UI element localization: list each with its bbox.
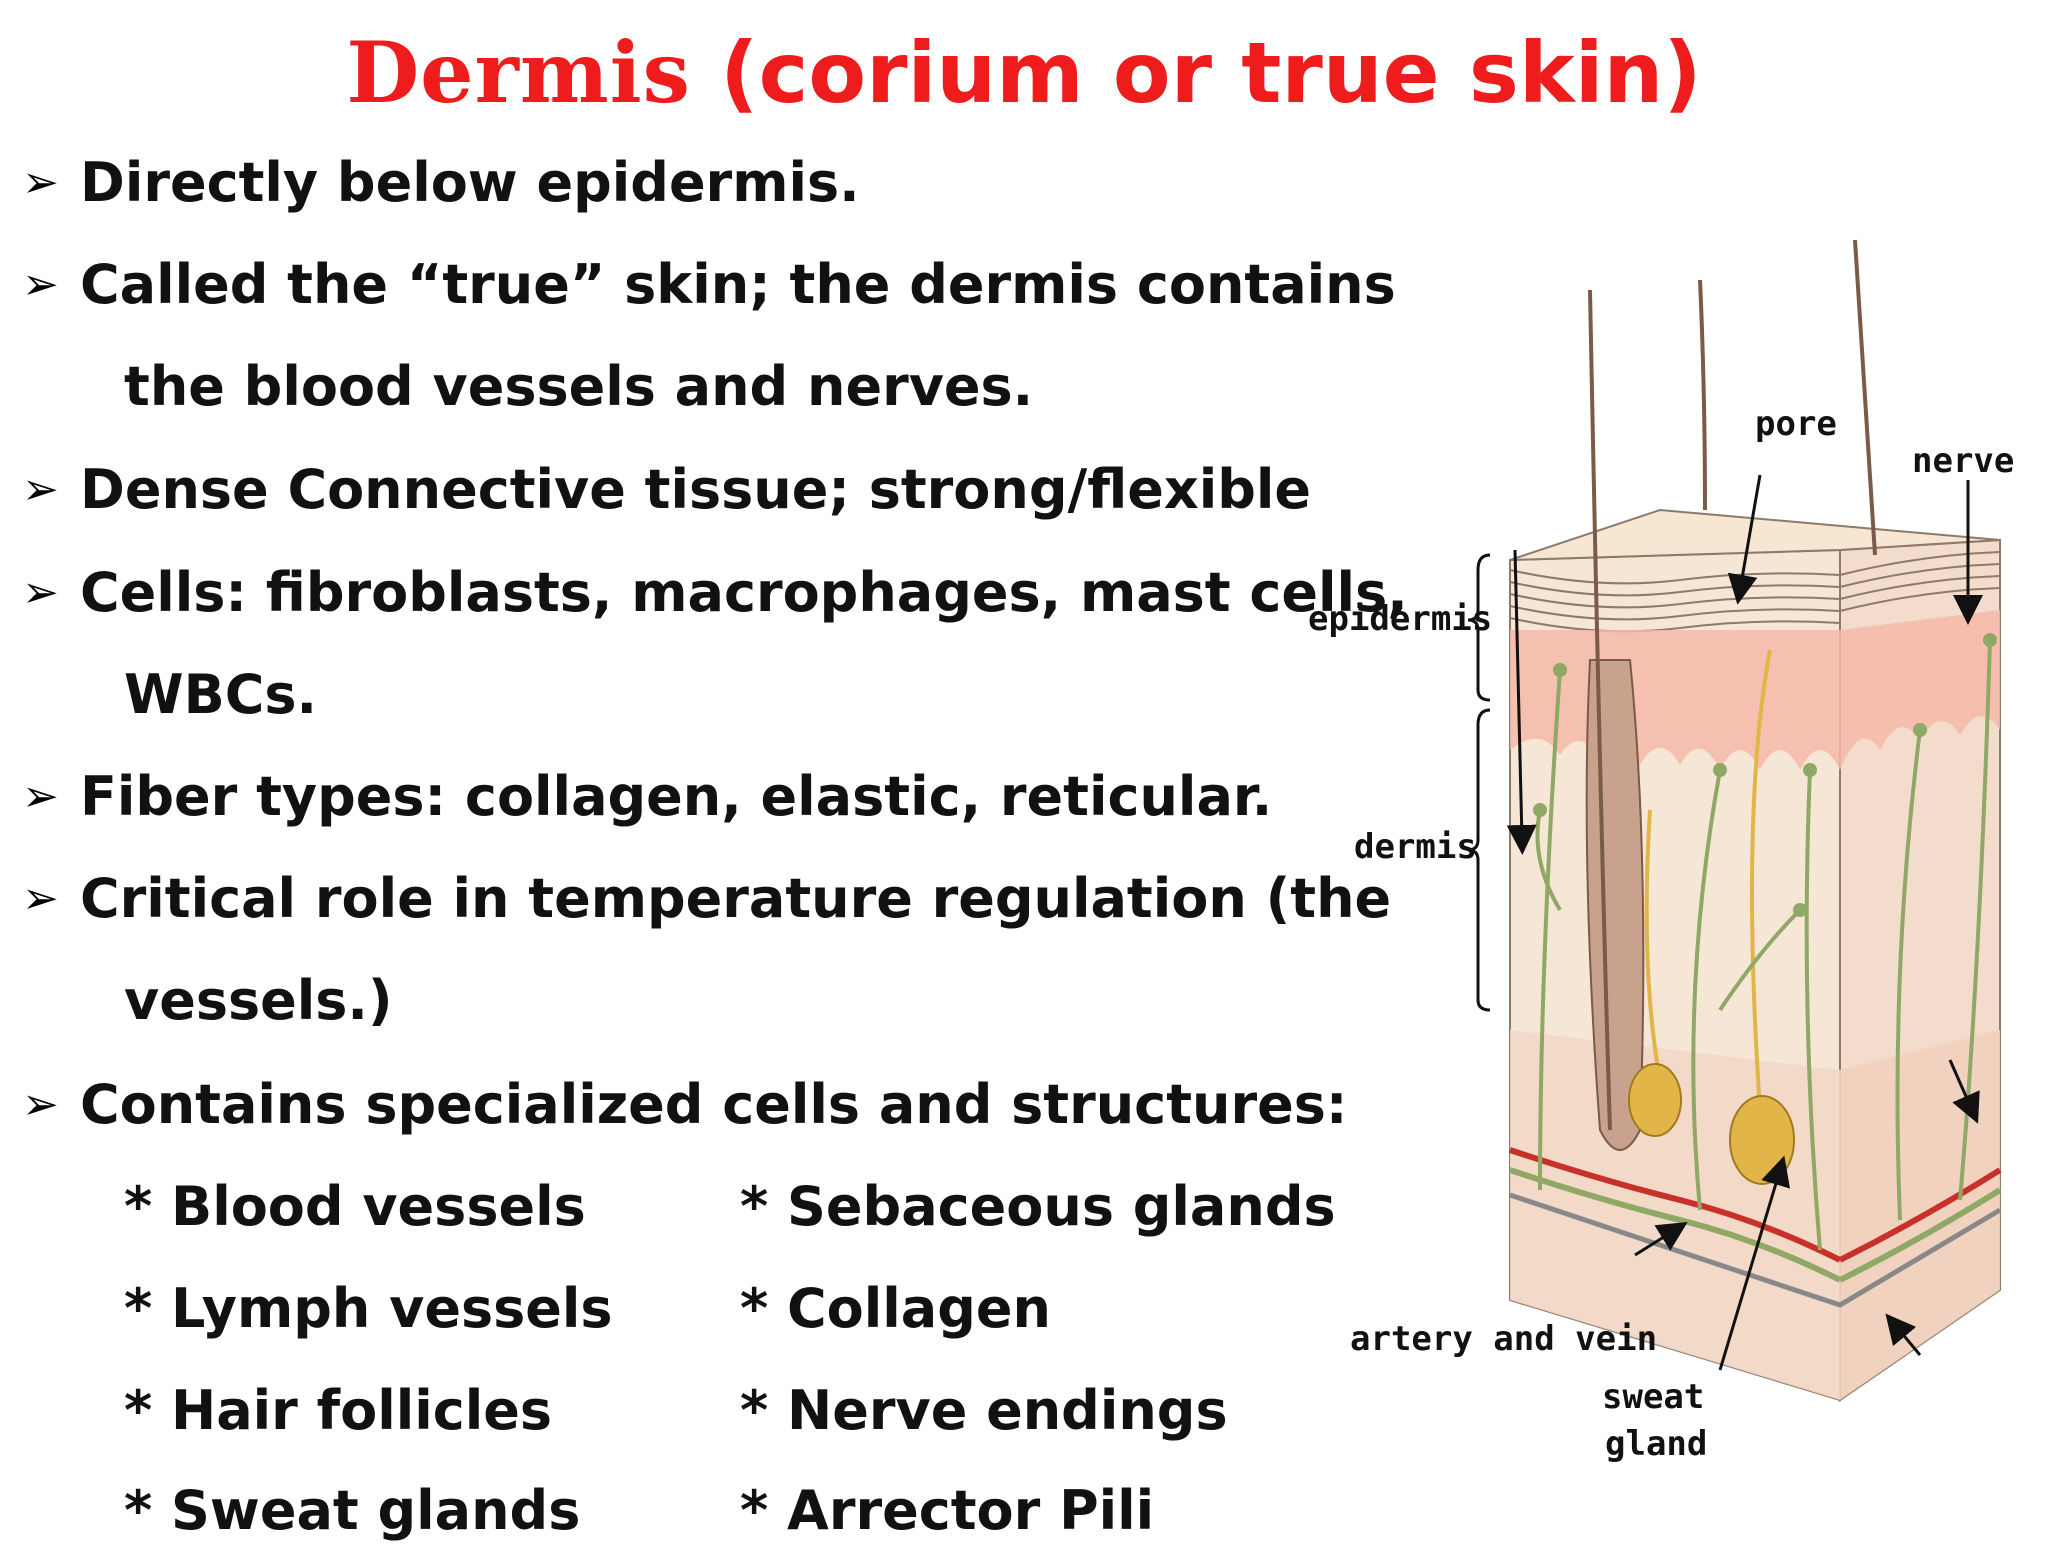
- bullet-6-line-2: vessels.): [124, 969, 393, 1032]
- structure-item: * Collagen: [740, 1277, 1051, 1340]
- bullet-6-line-1: Critical role in temperature regulation …: [80, 867, 1392, 930]
- bullet-4-line-2: WBCs.: [124, 663, 318, 726]
- bullet-arrow-icon: ➢: [22, 464, 59, 515]
- bullet-arrow-icon: ➢: [22, 259, 59, 310]
- structure-item: * Nerve endings: [740, 1379, 1228, 1442]
- label-arrows: [1506, 474, 1983, 1371]
- bullet-2-line-1: Called the “true” skin; the dermis conta…: [80, 253, 1396, 316]
- structure-item: * Hair follicles: [124, 1379, 553, 1442]
- skin-cross-section-diagram: pore nerve epidermis dermis artery and v…: [1308, 239, 2014, 1464]
- bullet-arrow-icon: ➢: [22, 873, 59, 924]
- skin-surface: [1509, 508, 2001, 561]
- structure-item: * Sebaceous glands: [740, 1175, 1336, 1238]
- label-pore: pore: [1755, 404, 1837, 444]
- nerve-fibers: [1535, 639, 1992, 1251]
- epidermis-layers: [1509, 551, 2001, 633]
- bullet-arrow-icon: ➢: [22, 771, 59, 822]
- label-sweat-gland-line-1: sweat: [1602, 1377, 1704, 1417]
- layer-brackets: [1467, 553, 1491, 1012]
- bullet-arrow-icon: ➢: [22, 567, 59, 618]
- bullet-1-line-1: Directly below epidermis.: [80, 151, 860, 214]
- label-nerve: nerve: [1912, 441, 2014, 481]
- structure-item: * Arrector Pili: [740, 1479, 1155, 1542]
- artery-and-vein: [1509, 1147, 2002, 1308]
- nerve-endings: [1533, 633, 1997, 917]
- bullet-4-line-1: Cells: fibroblasts, macrophages, mast ce…: [80, 561, 1408, 624]
- structure-item: * Blood vessels: [124, 1175, 586, 1238]
- bullet-arrow-icon: ➢: [22, 157, 59, 208]
- slide-title: Dermis (corium or true skin): [0, 18, 2048, 128]
- bullet-3-line-1: Dense Connective tissue; strong/flexible: [80, 458, 1312, 521]
- sweat-gland-duct: [1644, 649, 1772, 1111]
- bullet-2-line-2: the blood vessels and nerves.: [124, 355, 1034, 418]
- bullet-5-line-1: Fiber types: collagen, elastic, reticula…: [80, 765, 1273, 828]
- title-main: Dermis: [346, 23, 691, 122]
- label-epidermis: epidermis: [1308, 599, 1492, 639]
- label-sweat-gland-line-2: gland: [1605, 1424, 1707, 1464]
- label-artery-and-vein: artery and vein: [1350, 1319, 1657, 1359]
- structure-item: * Lymph vessels: [124, 1277, 613, 1340]
- title-rest: (corium or true skin): [690, 24, 1702, 122]
- label-dermis: dermis: [1354, 827, 1477, 867]
- bullet-7-line-1: Contains specialized cells and structure…: [80, 1073, 1348, 1136]
- epidermis-side-pink: [1840, 610, 2000, 770]
- bullet-arrow-icon: ➢: [22, 1079, 59, 1130]
- structure-item: * Sweat glands: [124, 1479, 581, 1542]
- hair-shafts: [1588, 239, 1877, 1131]
